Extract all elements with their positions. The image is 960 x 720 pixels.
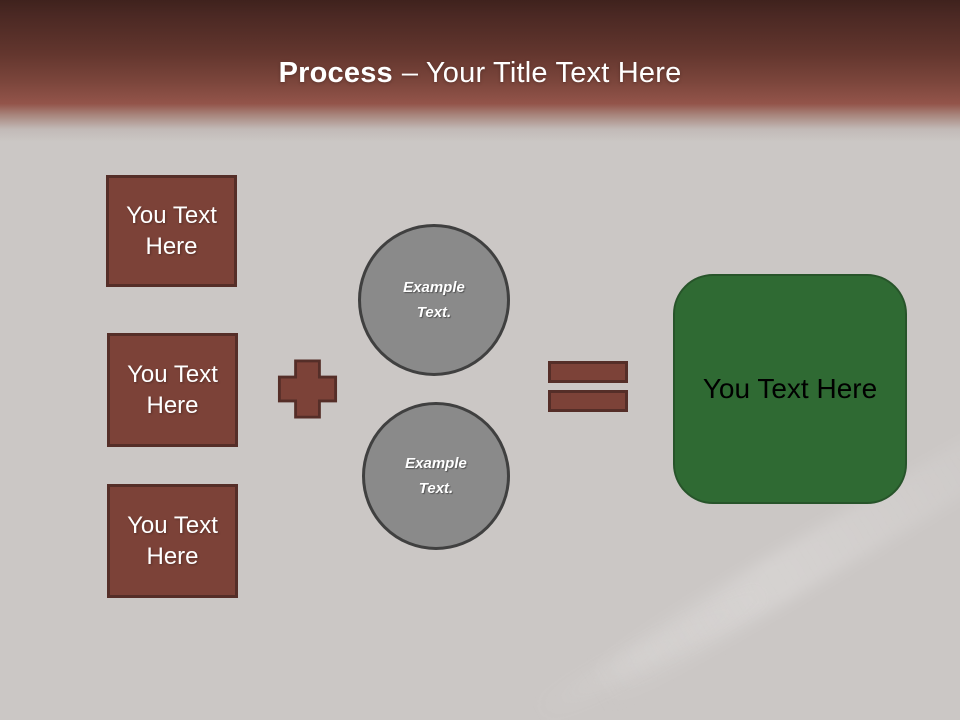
input-box-2-label: You Text Here: [127, 360, 218, 419]
result-box-label: You Text Here: [702, 373, 878, 404]
input-box-3: You Text Here: [107, 484, 238, 598]
example-circle-1-label: Example Text.: [403, 279, 465, 321]
slide-header: Process– Your Title Text Here: [0, 0, 960, 142]
input-box-1-label: You Text Here: [126, 201, 217, 260]
input-box-3-label: You Text Here: [127, 511, 218, 570]
title-primary: Process: [278, 57, 393, 89]
equals-bar-top: [548, 361, 628, 383]
input-box-1: You Text Here: [106, 175, 237, 287]
plus-icon: [277, 359, 338, 419]
input-box-2: You Text Here: [107, 333, 238, 447]
result-box: You Text Here: [673, 274, 907, 504]
example-circle-2-label: Example Text.: [405, 455, 467, 497]
equals-icon: [548, 361, 628, 412]
slide-title: Process– Your Title Text Here: [0, 57, 960, 90]
background-streak: [529, 580, 771, 720]
title-secondary: – Your Title Text Here: [401, 57, 682, 89]
example-circle-2: Example Text.: [362, 402, 510, 550]
example-circle-1: Example Text.: [358, 224, 510, 376]
equals-bar-bottom: [548, 390, 628, 412]
